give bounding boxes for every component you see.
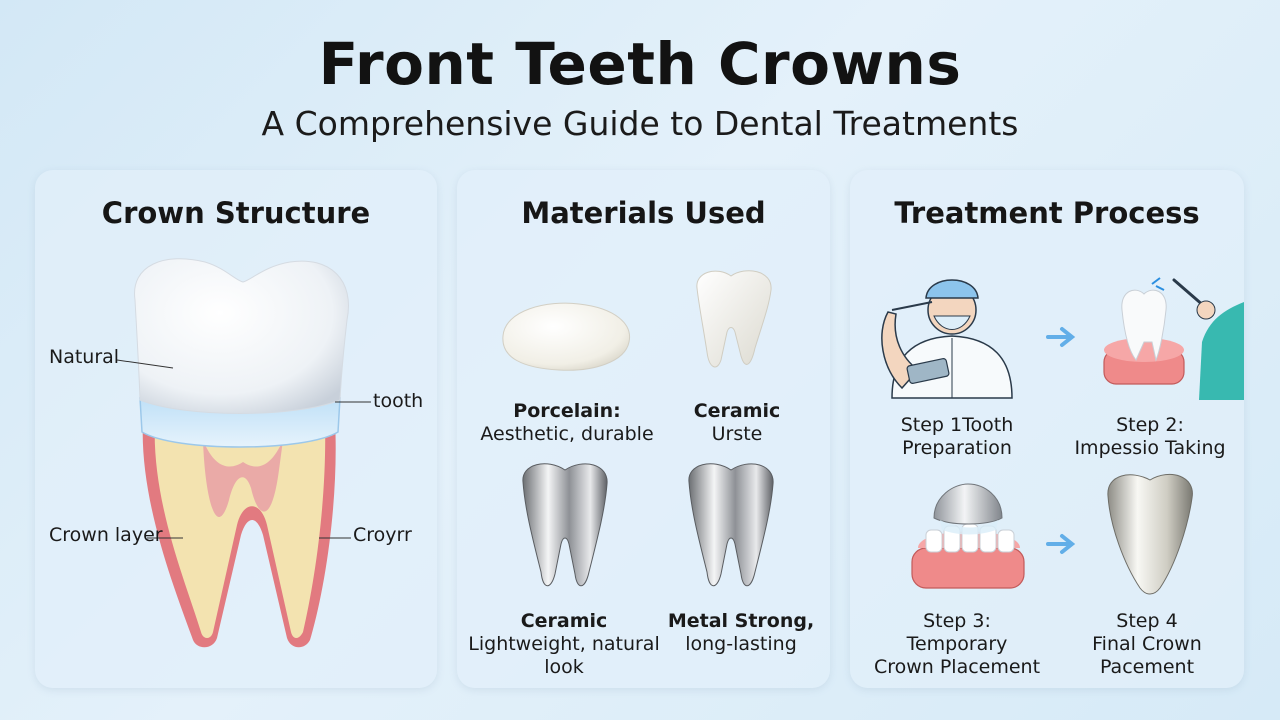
temporary-crown-icon	[911, 483, 1025, 589]
step-caption-1: Step 1Tooth Preparation	[862, 414, 1052, 460]
step-label-1: Step 1Tooth	[900, 414, 1014, 436]
panel-crown-structure: Crown Structure Natural tooth	[35, 170, 437, 688]
page-title: Front Teeth Crowns	[318, 30, 962, 98]
final-crown-icon	[1107, 473, 1193, 595]
material-caption-3: Ceramic Lightweight, natural look	[457, 610, 671, 679]
dentist-icon	[881, 279, 1013, 399]
material-caption-1: Porcelain: Aesthetic, durable	[477, 400, 657, 446]
material-desc-metal: long-lasting	[685, 633, 797, 655]
panel-title-structure: Crown Structure	[101, 196, 371, 230]
porcelain-crown-icon	[502, 302, 631, 371]
step-desc-1: Preparation	[902, 437, 1012, 459]
metal-tooth-icon-2	[688, 463, 774, 587]
step-desc-3: Temporary Crown Placement	[873, 633, 1041, 678]
label-croyrr: Croyrr	[353, 524, 412, 546]
material-name-ceramic-2: Ceramic	[520, 610, 608, 632]
step-caption-3: Step 3: Temporary Crown Placement	[862, 610, 1052, 679]
step-label-3: Step 3:	[923, 610, 991, 632]
step-caption-4: Step 4 Final Crown Pacement	[1050, 610, 1244, 679]
crown-cap	[134, 258, 349, 414]
step-label-4: Step 4	[1116, 610, 1178, 632]
material-name-porcelain: Porcelain:	[513, 400, 621, 422]
panel-title-process: Treatment Process	[894, 196, 1200, 230]
panel-title-materials: Materials Used	[521, 196, 766, 230]
step-caption-2: Step 2: Impessio Taking	[1058, 414, 1242, 460]
material-desc-ceramic-2: Lightweight, natural look	[468, 633, 660, 678]
dentin-layer	[154, 420, 326, 638]
arrow-right-icon-1	[1046, 327, 1076, 347]
label-tooth: tooth	[373, 390, 424, 412]
material-desc-porcelain: Aesthetic, durable	[480, 423, 654, 445]
material-name-metal: Metal Strong,	[667, 610, 815, 632]
step-desc-2: Impessio Taking	[1074, 437, 1226, 459]
label-natural: Natural	[49, 346, 120, 368]
tooth-cross-section-diagram	[116, 258, 371, 648]
panel-materials: Materials Used Porcelain: Aesthetic, dur…	[457, 170, 830, 688]
metal-tooth-icon-1	[522, 463, 608, 587]
label-crown-layer: Crown layer	[49, 524, 163, 546]
material-desc-ceramic: Urste	[711, 423, 763, 445]
step-label-2: Step 2:	[1116, 414, 1184, 436]
material-caption-2: Ceramic Urste	[667, 400, 807, 446]
ceramic-tooth-icon	[696, 270, 772, 368]
step-desc-4: Final Crown Pacement	[1092, 633, 1202, 678]
impression-icon	[1103, 277, 1244, 400]
pulp-canal	[203, 440, 283, 517]
page-subtitle: A Comprehensive Guide to Dental Treatmen…	[261, 104, 1019, 143]
material-caption-4: Metal Strong, long-lasting	[661, 610, 821, 656]
material-name-ceramic: Ceramic	[693, 400, 781, 422]
arrow-right-icon-2	[1046, 534, 1076, 554]
panel-treatment-process: Treatment Process Step 1Tooth Preparatio…	[850, 170, 1244, 688]
